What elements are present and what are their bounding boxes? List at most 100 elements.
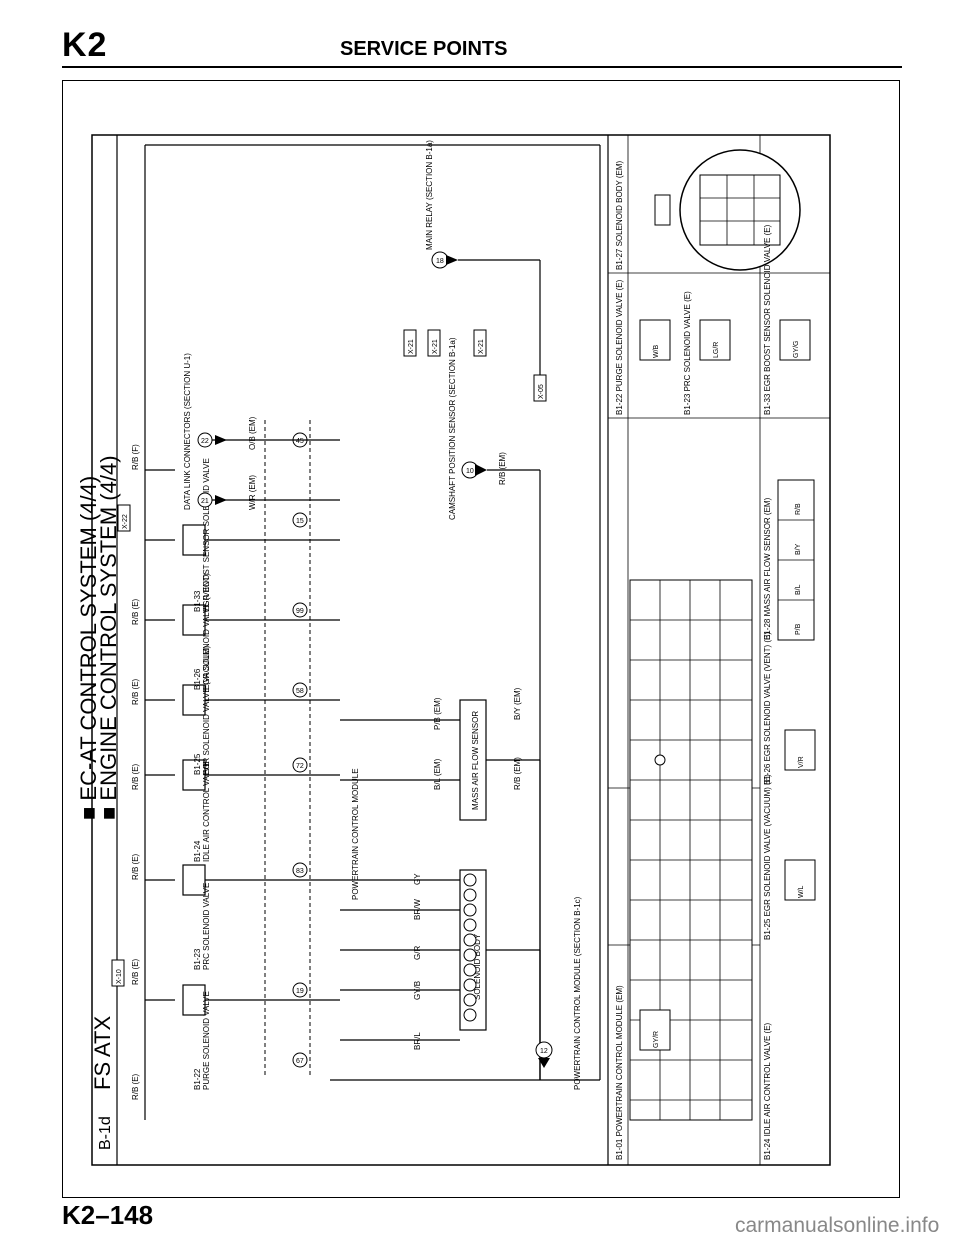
svg-text:67: 67 bbox=[296, 1058, 304, 1065]
svg-text:MAIN RELAY (SECTION B-1a): MAIN RELAY (SECTION B-1a) bbox=[425, 140, 434, 250]
svg-text:B1-22: B1-22 bbox=[193, 1068, 202, 1090]
solenoid-terminals bbox=[463, 873, 477, 1022]
svg-text:18: 18 bbox=[436, 258, 444, 265]
svg-text:P/B: P/B bbox=[795, 623, 802, 635]
svg-text:B1-26 EGR SOLENOID VALVE (VENT: B1-26 EGR SOLENOID VALVE (VENT) (E) bbox=[763, 632, 772, 785]
svg-text:B1-28 MASS AIR FLOW SENSOR (EM: B1-28 MASS AIR FLOW SENSOR (EM) bbox=[763, 497, 772, 640]
svg-text:21: 21 bbox=[201, 498, 209, 505]
wire-labels: R/B (E) R/B (E) R/B (E) R/B (E) R/B (E) … bbox=[131, 444, 140, 1100]
svg-text:83: 83 bbox=[296, 868, 304, 875]
svg-text:99: 99 bbox=[296, 608, 304, 615]
svg-text:R/B (E): R/B (E) bbox=[131, 598, 140, 625]
svg-text:R/B (E): R/B (E) bbox=[131, 958, 140, 985]
svg-text:MASS AIR FLOW SENSOR: MASS AIR FLOW SENSOR bbox=[471, 711, 480, 810]
model-label: FS ATX bbox=[90, 1016, 115, 1090]
svg-text:B1-24: B1-24 bbox=[193, 840, 202, 862]
svg-text:BR/L: BR/L bbox=[413, 1032, 422, 1050]
data-link-connectors: 21 22 DATA LINK CONNECTORS (SECTION U-1)… bbox=[183, 353, 340, 510]
svg-text:GY: GY bbox=[413, 873, 422, 885]
component-feeders bbox=[145, 469, 175, 1001]
connector-tags: X-10 X-21 X-21 X-21 X-22 X-05 bbox=[111, 329, 547, 987]
svg-text:12: 12 bbox=[540, 1048, 548, 1055]
svg-text:R/B (E): R/B (E) bbox=[131, 763, 140, 790]
page-number: K2–148 bbox=[62, 1200, 154, 1230]
page-header: K2 SERVICE POINTS bbox=[0, 0, 960, 68]
section-code: K2 bbox=[62, 26, 108, 64]
svg-text:15: 15 bbox=[296, 518, 304, 525]
svg-text:CAMSHAFT POSITION SENSOR (SECT: CAMSHAFT POSITION SENSOR (SECTION B-1a) bbox=[448, 337, 457, 520]
pcm-module-label: POWERTRAIN CONTROL MODULE bbox=[351, 768, 360, 900]
svg-text:GY/B: GY/B bbox=[413, 981, 422, 1000]
svg-text:R/B (EM): R/B (EM) bbox=[498, 452, 507, 485]
svg-text:B1-33 EGR BOOST SENSOR SOLENOI: B1-33 EGR BOOST SENSOR SOLENOID VALVE (E… bbox=[763, 224, 772, 415]
svg-text:G/R: G/R bbox=[413, 946, 422, 960]
svg-text:B1-22 PURGE SOLENOID VALVE (E): B1-22 PURGE SOLENOID VALVE (E) bbox=[615, 279, 624, 415]
svg-text:PURGE SOLENOID VALVE: PURGE SOLENOID VALVE bbox=[202, 991, 211, 1090]
svg-text:19: 19 bbox=[296, 988, 304, 995]
svg-text:X-22: X-22 bbox=[122, 514, 129, 529]
svg-text:R/B (E): R/B (E) bbox=[131, 1073, 140, 1100]
svg-text:X-05: X-05 bbox=[538, 384, 545, 399]
svg-text:LG/R: LG/R bbox=[713, 342, 720, 358]
svg-text:22: 22 bbox=[201, 438, 209, 445]
section-ref: B-1d bbox=[97, 1116, 114, 1150]
svg-text:X-10: X-10 bbox=[116, 969, 123, 984]
maf-connector: R/B B/Y B/L P/B bbox=[777, 479, 815, 641]
svg-text:X-21: X-21 bbox=[408, 339, 415, 354]
svg-text:EGR BOOST SENSOR SOLENOID VALV: EGR BOOST SENSOR SOLENOID VALVE bbox=[202, 458, 211, 612]
svg-text:W/L: W/L bbox=[798, 885, 805, 898]
watermark: carmanualsonline.info bbox=[735, 1214, 940, 1237]
header-divider bbox=[62, 66, 902, 68]
svg-text:PRC SOLENOID VALVE: PRC SOLENOID VALVE bbox=[202, 883, 211, 970]
svg-text:B1-25: B1-25 bbox=[193, 753, 202, 775]
svg-text:B/Y (EM): B/Y (EM) bbox=[513, 687, 522, 720]
svg-text:SOLENOID BODY: SOLENOID BODY bbox=[473, 933, 482, 1000]
diagram-border bbox=[91, 134, 831, 1166]
svg-text:R/B (F): R/B (F) bbox=[131, 444, 140, 470]
svg-text:58: 58 bbox=[296, 688, 304, 695]
svg-text:BR/W: BR/W bbox=[413, 899, 422, 920]
diagram-title-strip: B-1d FS ATX bbox=[90, 1016, 115, 1150]
svg-text:POWERTRAIN CONTROL MODULE (SEC: POWERTRAIN CONTROL MODULE (SECTION B-1c) bbox=[573, 896, 582, 1090]
svg-text:B/L (EM): B/L (EM) bbox=[433, 758, 442, 790]
svg-text:X-21: X-21 bbox=[478, 339, 485, 354]
svg-text:EGR SOLENOID VALVE (VACUUM): EGR SOLENOID VALVE (VACUUM) bbox=[202, 645, 211, 775]
svg-text:B1-25 EGR SOLENOID VALVE (VACU: B1-25 EGR SOLENOID VALVE (VACUUM) (E) bbox=[763, 774, 772, 940]
svg-text:X-21: X-21 bbox=[432, 339, 439, 354]
svg-text:W/R (EM): W/R (EM) bbox=[248, 475, 257, 510]
svg-text:P/B (EM): P/B (EM) bbox=[433, 697, 442, 730]
svg-text:O/B (EM): O/B (EM) bbox=[248, 416, 257, 450]
svg-text:10: 10 bbox=[466, 468, 474, 475]
system-title-2: ■ ENGINE CONTROL SYSTEM (4/4) bbox=[96, 455, 121, 820]
svg-text:DATA LINK CONNECTORS (SECTION: DATA LINK CONNECTORS (SECTION U-1) bbox=[183, 353, 192, 510]
pcm-outputs bbox=[205, 420, 340, 1075]
solenoid-body-connector bbox=[654, 149, 801, 271]
svg-text:B/Y: B/Y bbox=[795, 543, 802, 555]
wiring-diagram-frame bbox=[62, 80, 900, 1198]
svg-text:B1-23 PRC SOLENOID VALVE (E): B1-23 PRC SOLENOID VALVE (E) bbox=[683, 291, 692, 415]
svg-text:R/B (EM): R/B (EM) bbox=[513, 757, 522, 790]
svg-text:R/B (E): R/B (E) bbox=[131, 853, 140, 880]
connector-panel-labels: B1-01 POWERTRAIN CONTROL MODULE (EM) B1-… bbox=[615, 160, 772, 1160]
svg-text:B1-26: B1-26 bbox=[193, 668, 202, 690]
camshaft-sensor: 10 CAMSHAFT POSITION SENSOR (SECTION B-1… bbox=[448, 337, 541, 1080]
maf-sensor-block bbox=[459, 699, 487, 821]
svg-text:B1-23: B1-23 bbox=[193, 948, 202, 970]
system-title-1: ■ EC-AT CONTROL SYSTEM (4/4) bbox=[76, 476, 101, 820]
page-title: SERVICE POINTS bbox=[340, 38, 508, 60]
svg-text:GY/R: GY/R bbox=[653, 1031, 660, 1048]
svg-text:R/B: R/B bbox=[795, 503, 802, 515]
svg-text:GY/G: GY/G bbox=[793, 340, 800, 358]
pcm-section-ref: 12 POWERTRAIN CONTROL MODULE (SECTION B-… bbox=[535, 896, 582, 1090]
svg-text:B1-33: B1-33 bbox=[193, 590, 202, 612]
svg-text:IDLE AIR CONTROL VALVE: IDLE AIR CONTROL VALVE bbox=[202, 761, 211, 862]
main-relay: 18 MAIN RELAY (SECTION B-1a) bbox=[425, 140, 541, 400]
svg-text:V/R: V/R bbox=[798, 756, 805, 768]
pcm-pins: 67 19 83 72 58 99 15 45 bbox=[292, 432, 308, 1068]
svg-text:W/B: W/B bbox=[653, 344, 660, 358]
svg-text:72: 72 bbox=[296, 763, 304, 770]
svg-text:45: 45 bbox=[296, 438, 304, 445]
svg-text:B1-24 IDLE AIR CONTROL VALVE (: B1-24 IDLE AIR CONTROL VALVE (E) bbox=[763, 1022, 772, 1160]
svg-text:R/B (E): R/B (E) bbox=[131, 678, 140, 705]
